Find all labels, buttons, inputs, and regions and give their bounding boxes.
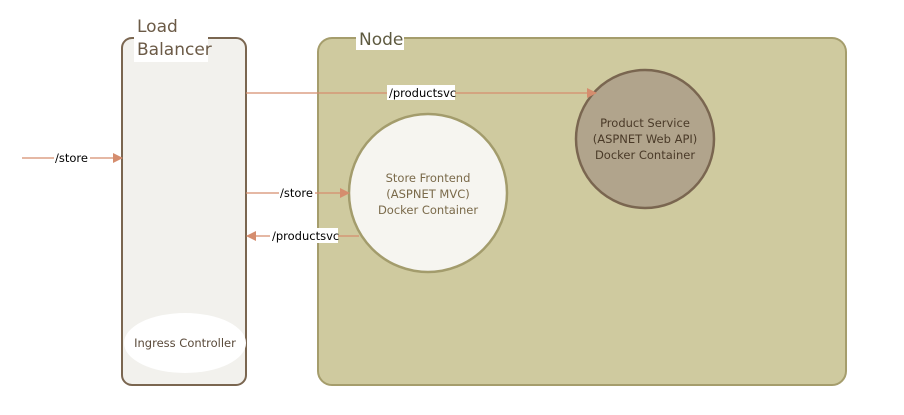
ingress-controller-label: Ingress Controller (134, 336, 236, 350)
label-incoming-store: /store (55, 151, 88, 165)
label-frontend-to-lb: /productsvc (272, 229, 339, 243)
ingress-controller (124, 313, 246, 373)
product-service-line2: (ASPNET Web API) (593, 132, 698, 146)
load-balancer-title-background (134, 14, 208, 62)
node-title: Node (359, 30, 403, 50)
load-balancer-title-line1: Load (137, 17, 178, 37)
label-bg-frontend-to-lb (270, 228, 338, 243)
product-service-line1: Product Service (600, 116, 690, 130)
label-bg-lb-to-product (387, 85, 455, 100)
label-bg-lb-to-frontend (279, 185, 315, 200)
product-service-line3: Docker Container (595, 148, 695, 162)
label-bg-incoming-store (54, 150, 90, 165)
product-service-container (574, 68, 716, 210)
label-lb-to-product: /productsvc (389, 86, 456, 100)
store-frontend-line3: Docker Container (378, 203, 478, 217)
label-lb-to-frontend: /store (280, 186, 313, 200)
store-frontend-line1: Store Frontend (386, 171, 471, 185)
load-balancer-title-line2: Balancer (137, 40, 212, 60)
store-frontend-line2: (ASPNET MVC) (386, 187, 469, 201)
node-title-background (356, 26, 404, 50)
